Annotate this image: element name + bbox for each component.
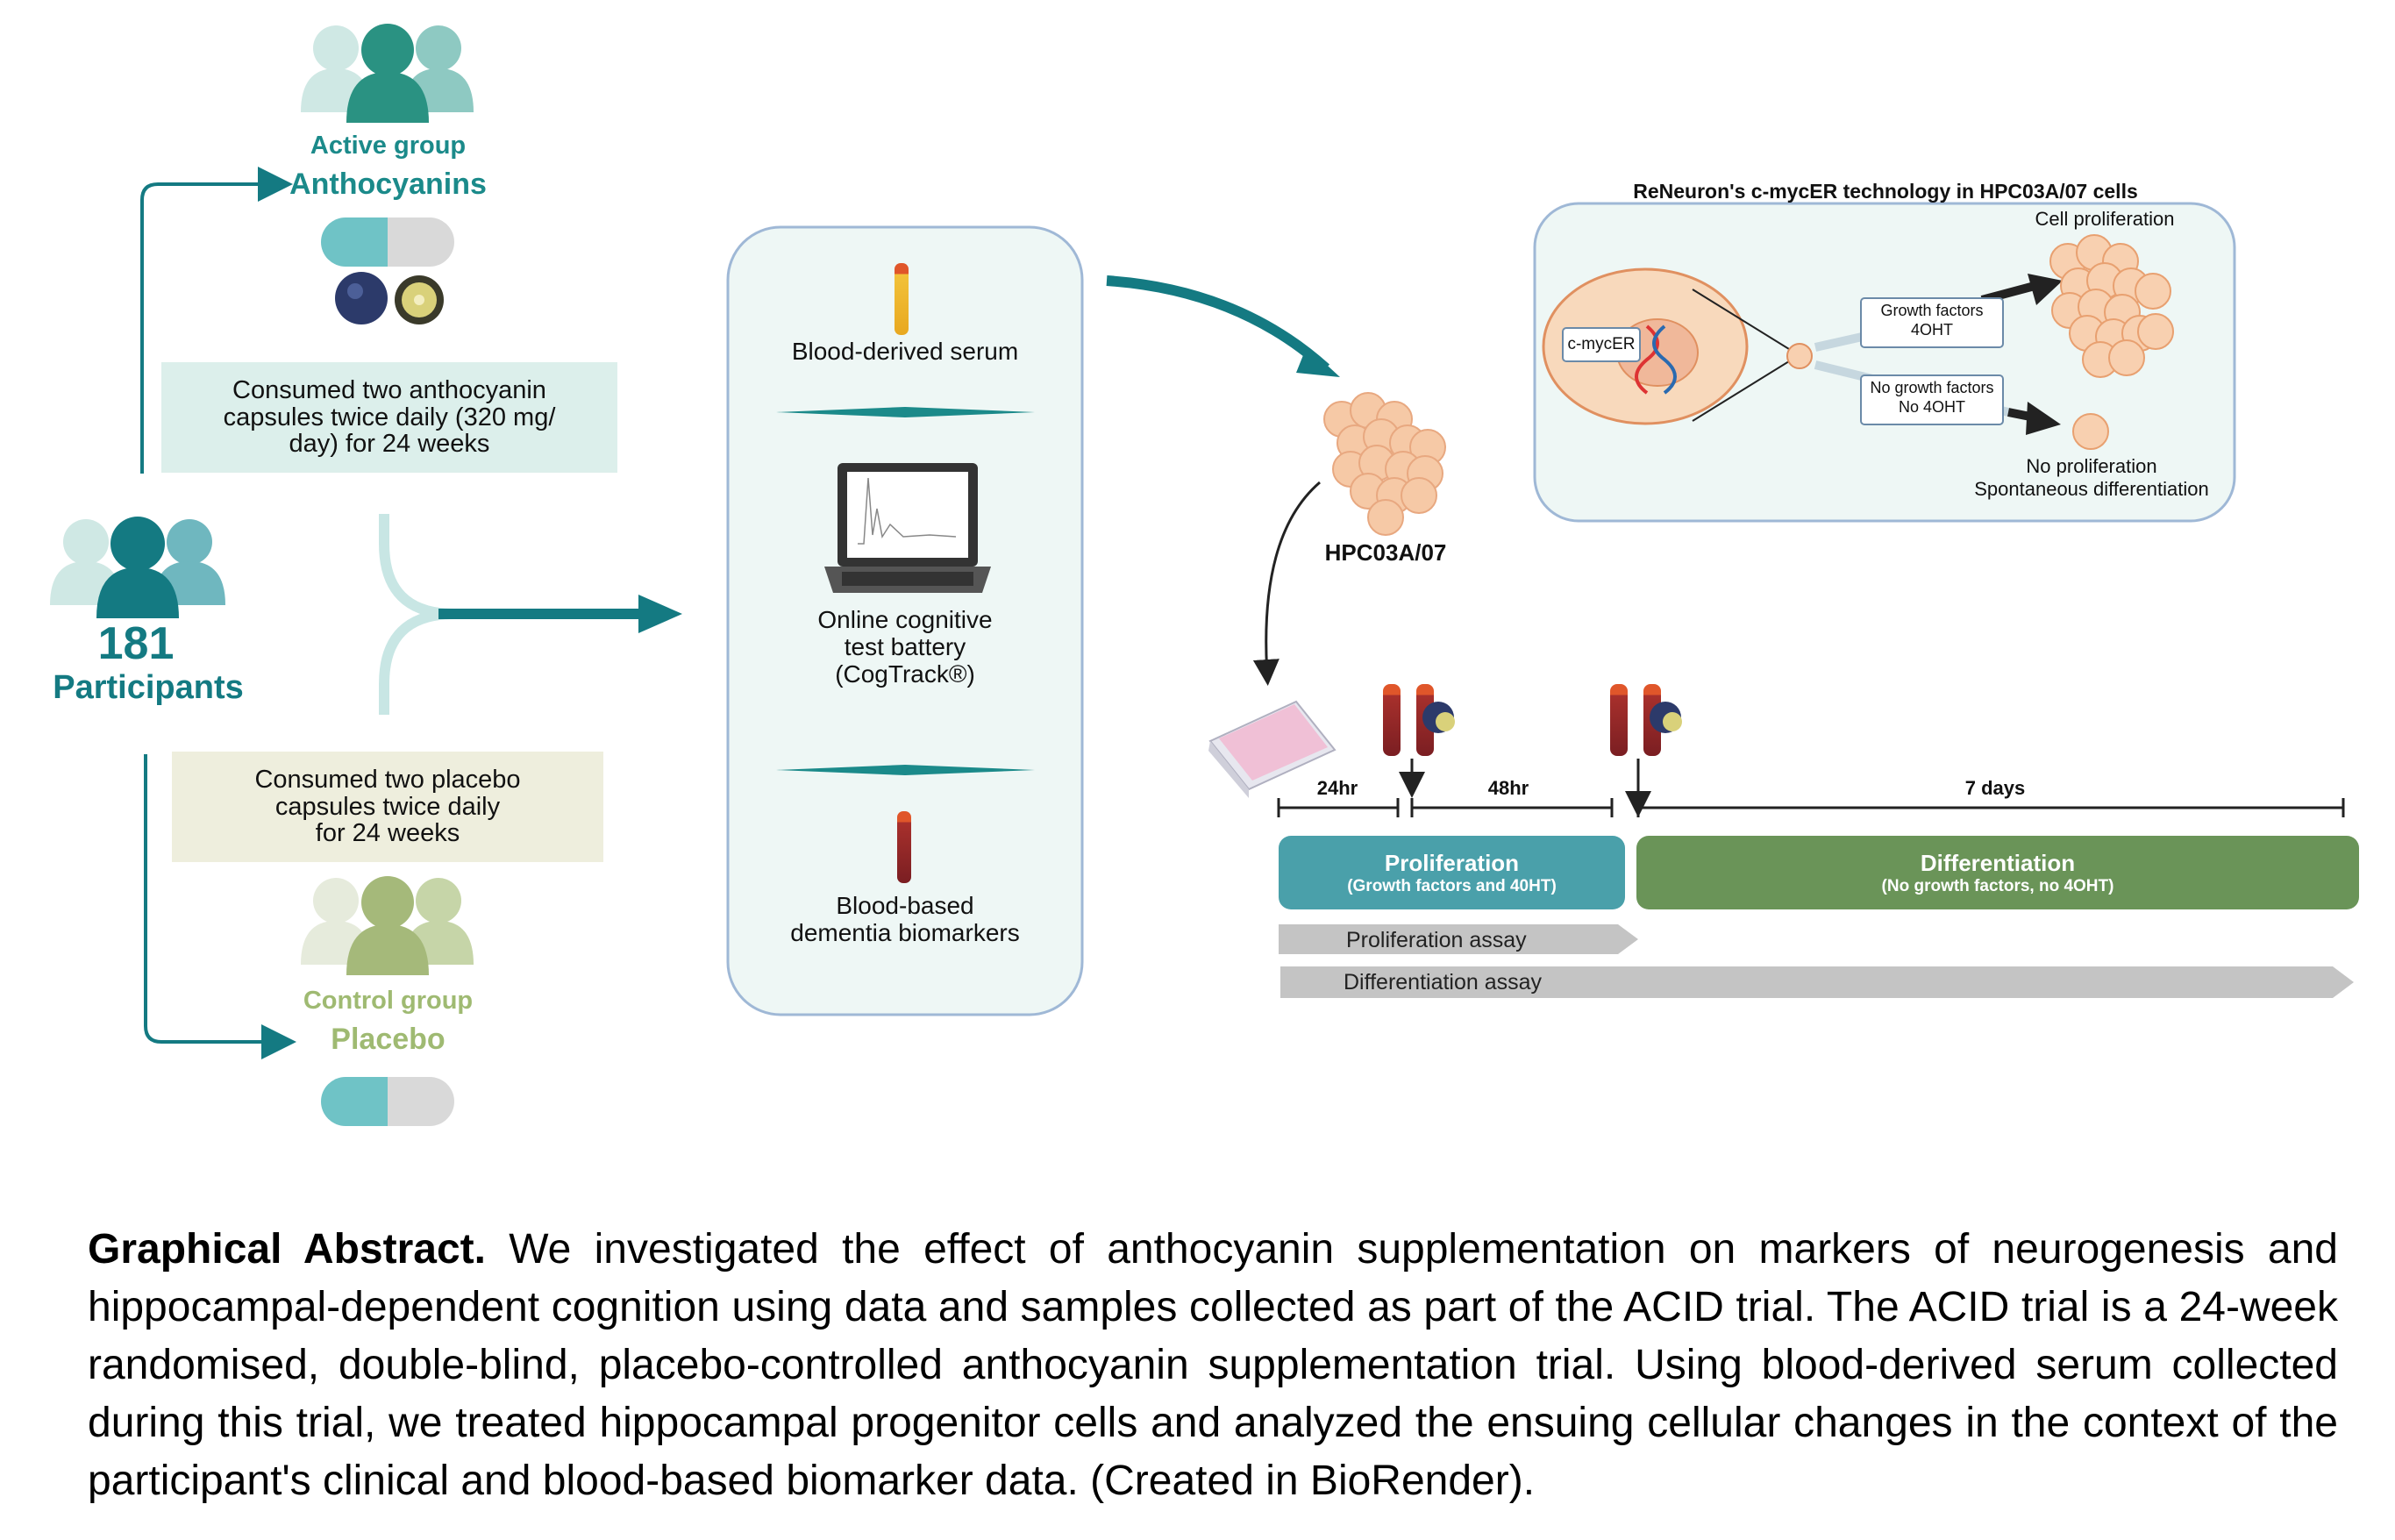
- hpc-cells-icon: [1323, 392, 1446, 536]
- samples-panel: [726, 225, 1084, 1016]
- treatment-icon-1: [1383, 684, 1455, 756]
- cognitive-label: Online cognitive test battery (CogTrack®…: [817, 606, 993, 688]
- well-plate-icon: [1208, 700, 1336, 798]
- nogrowth-label: No growth factors No 4OHT: [1870, 379, 1994, 416]
- merge-arrow: [379, 514, 682, 715]
- zoom-lines: [1692, 289, 1790, 422]
- mycer-box: [1562, 327, 1641, 362]
- timeline-7days: 7 days: [1964, 777, 2026, 799]
- participants-count: 181: [97, 618, 175, 669]
- tech-title: ReNeuron's c-mycER technology in HPC03A/…: [1633, 180, 2138, 203]
- cell-diagram: [1542, 267, 1749, 425]
- timeline-48hr: 48hr: [1487, 777, 1529, 799]
- placebo-capsule-icon: [321, 1077, 454, 1126]
- control-group-subtitle: Placebo: [331, 1023, 445, 1056]
- randomisation-arrows: [140, 167, 296, 1059]
- cells-to-plate-arrow: [1252, 481, 1321, 686]
- control-group-people-icon: [301, 876, 474, 975]
- active-group-title: Active group: [310, 132, 467, 160]
- differentiating-cell-icon: [2072, 413, 2109, 450]
- growth-label: Growth factors 4OHT: [1880, 302, 1984, 339]
- serum-tube-icon: [895, 263, 909, 335]
- hpc-label: HPC03A/07: [1324, 539, 1447, 566]
- serum-label: Blood-derived serum: [791, 338, 1019, 365]
- caption: Graphical Abstract. We investigated the …: [88, 1221, 2338, 1510]
- timeline-24hr: 24hr: [1316, 777, 1358, 799]
- blood-tube-icon: [897, 811, 911, 883]
- divider-2: [776, 765, 1035, 775]
- caption-text: We investigated the effect of anthocyani…: [88, 1226, 2339, 1504]
- timeline-brackets: [1277, 798, 2345, 817]
- berries-icon: [335, 272, 444, 324]
- proliferating-cells-icon: [2049, 234, 2174, 378]
- biomarkers-label: Blood-based dementia biomarkers: [790, 892, 1020, 946]
- active-group-subtitle: Anthocyanins: [289, 168, 487, 201]
- proliferation-assay-label: Proliferation assay: [1346, 928, 1527, 952]
- laptop-icon: [824, 463, 991, 593]
- mycer-label: c-mycER: [1567, 335, 1636, 353]
- serum-to-cells-arrow: [1106, 275, 1330, 373]
- divider-1: [776, 407, 1035, 417]
- treatment-icon-2: [1610, 684, 1682, 756]
- control-group-note: Consumed two placebo capsules twice dail…: [172, 752, 603, 862]
- active-group-note: Consumed two anthocyanin capsules twice …: [161, 362, 617, 473]
- active-capsule-icon: [321, 217, 454, 267]
- participants-people-icon: [50, 517, 225, 618]
- differentiation-assay-arrow: [1280, 966, 2354, 998]
- noprolif-label: No proliferation Spontaneous differentia…: [1974, 455, 2209, 501]
- differentiation-phase: Differentiation (No growth factors, no 4…: [1636, 836, 2359, 909]
- active-group-people-icon: [301, 24, 474, 123]
- caption-bold: Graphical Abstract.: [88, 1226, 486, 1273]
- proliferation-assay-arrow: [1279, 924, 1638, 954]
- control-group-title: Control group: [303, 987, 474, 1015]
- participants-label: Participants: [53, 669, 244, 706]
- nogrowth-box: [1860, 374, 2004, 425]
- single-cell-icon: [1786, 343, 1813, 369]
- proliferation-phase: Proliferation (Growth factors and 40HT): [1279, 836, 1625, 909]
- differentiation-assay-label: Differentiation assay: [1344, 970, 1543, 995]
- growth-box: [1860, 297, 2004, 348]
- cell-proliferation-label: Cell proliferation: [2035, 208, 2175, 230]
